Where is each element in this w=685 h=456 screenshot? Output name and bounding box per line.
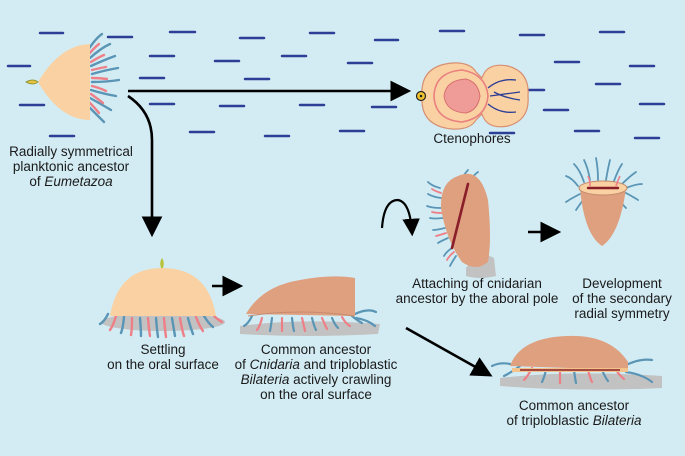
- label-text: actively crawling: [289, 372, 392, 387]
- label-bilateria-ancestor: Common ancestor of triploblastic Bilater…: [494, 398, 654, 428]
- label-text: and triploblastic: [299, 357, 398, 372]
- label-line: on the oral surface: [260, 387, 372, 402]
- arrow-to-bilateria: [405, 326, 493, 377]
- label-line: of Eumetazoa: [6, 174, 136, 189]
- label-line: of triploblastic Bilateria: [494, 413, 654, 428]
- label-ctenophores: Ctenophores: [420, 131, 524, 146]
- bilateria-ancestor: [490, 335, 662, 390]
- arrows: [127, 80, 562, 377]
- label-settling: Settling on the oral surface: [98, 342, 228, 372]
- label-line: radial symmetry: [574, 306, 670, 321]
- label-line: of Cnidaria and triploblastic: [226, 357, 406, 372]
- label-italic: Cnidaria: [249, 357, 300, 372]
- label-crawling-ancestor: Common ancestor of Cnidaria and triplobl…: [226, 342, 406, 402]
- label-italic: Bilateria: [592, 413, 642, 428]
- label-line: Common ancestor: [518, 398, 630, 413]
- crawling-ancestor: [240, 276, 380, 336]
- settling-ancestor: [98, 258, 225, 339]
- label-line: Ctenophores: [433, 131, 511, 146]
- label-line: on the oral surface: [107, 357, 219, 372]
- arrow-to-settling: [127, 94, 163, 238]
- label-line: Settling: [140, 342, 186, 357]
- label-text: of triploblastic: [506, 413, 593, 428]
- ctenophore: [415, 62, 529, 130]
- label-line: ancestor by the aboral pole: [395, 291, 559, 306]
- label-italic: Bilateria: [240, 372, 290, 387]
- attaching-ancestor: [426, 169, 496, 278]
- label-text: of: [29, 174, 45, 189]
- label-line: Common ancestor: [260, 342, 372, 357]
- label-line: Development: [582, 276, 662, 291]
- label-line: Bilateria actively crawling: [226, 372, 406, 387]
- radial-polyp: [565, 157, 643, 246]
- label-line: Attaching of cnidarian: [412, 276, 542, 291]
- label-development: Development of the secondary radial symm…: [562, 276, 682, 321]
- label-planktonic-ancestor: Radially symmetrical planktonic ancestor…: [6, 144, 136, 189]
- label-line: of the secondary: [572, 291, 672, 306]
- label-text: of: [234, 357, 250, 372]
- label-attaching: Attaching of cnidarian ancestor by the a…: [392, 276, 562, 306]
- planktonic-ancestor: [25, 32, 121, 124]
- label-line: Radially symmetrical: [9, 144, 133, 159]
- label-italic: Eumetazoa: [44, 174, 113, 189]
- label-line: planktonic ancestor: [12, 159, 130, 174]
- water-lines: [6, 29, 666, 140]
- curved-arrow: [380, 198, 420, 237]
